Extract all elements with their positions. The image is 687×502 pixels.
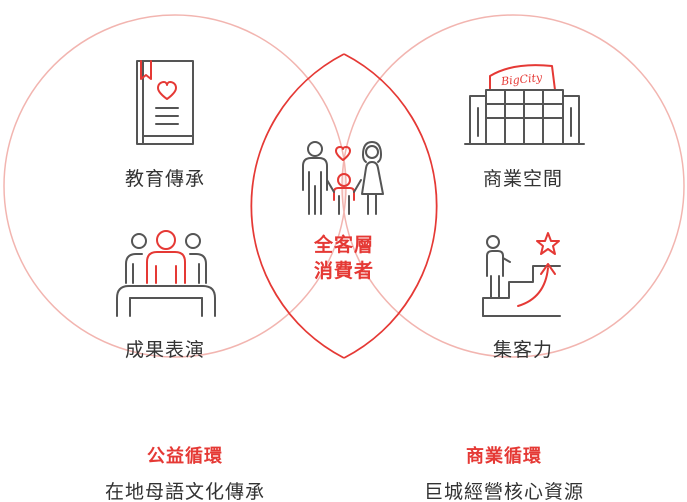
family-heart-icon [302, 141, 384, 215]
center-label: 全客層 消費者 [314, 232, 374, 284]
center-label-line-2: 消費者 [313, 260, 375, 282]
left-cycle-title: 公益循環 [147, 446, 223, 467]
left-item-label-2: 成果表演 [124, 339, 206, 361]
right-item-label-1: 商業空間 [482, 168, 564, 190]
audience-presentation-icon [116, 230, 216, 317]
building-sign-text: BigCity [499, 71, 543, 88]
right-cycle-subtitle: 巨城經營核心資源 [423, 481, 585, 502]
right-item-label-2: 集客力 [492, 339, 554, 361]
right-cycle-title: 商業循環 [466, 446, 542, 467]
book-heart-icon [136, 60, 194, 145]
center-label-line-1: 全客層 [313, 234, 375, 256]
shopping-mall-building-icon: BigCity [464, 64, 585, 145]
left-item-label-1: 教育傳承 [124, 168, 206, 190]
left-cycle-subtitle: 在地母語文化傳承 [104, 481, 266, 502]
overlap-outline [250, 53, 438, 359]
stairs-climb-star-icon [482, 232, 561, 317]
